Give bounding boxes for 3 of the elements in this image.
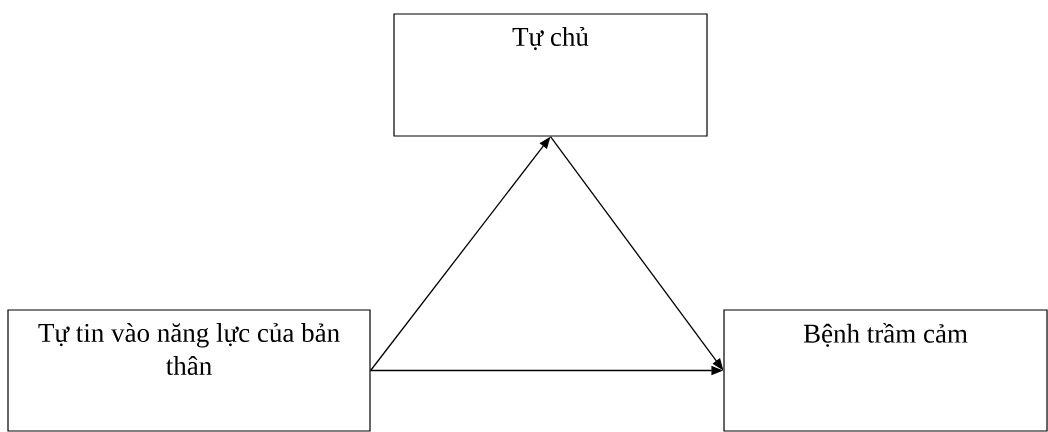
process-box: Bệnh trầm cảm (723, 309, 1048, 432)
process-box: Tự chủ (393, 13, 708, 137)
process-box: Tự tin vào năng lực của bản thân (7, 309, 371, 432)
